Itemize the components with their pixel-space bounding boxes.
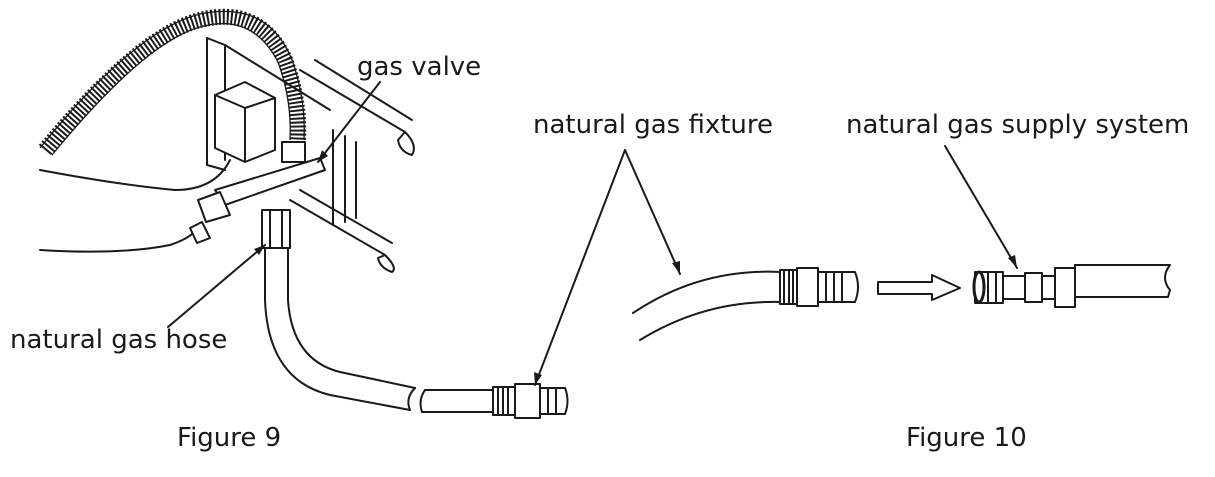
label-natural-gas-fixture: natural gas fixture — [533, 110, 773, 140]
fixture-hose-fig10 — [632, 267, 859, 341]
leader-gas-valve — [317, 81, 381, 163]
gas-valve-body — [189, 141, 326, 249]
leader-natural-gas-fixture — [534, 149, 681, 386]
appliance-frame — [206, 37, 415, 273]
leader-natural-gas-hose — [167, 244, 266, 328]
arrow-connect — [877, 274, 961, 301]
corrugated-hose — [38, 8, 307, 156]
natural-gas-hose-pipe — [264, 247, 569, 419]
figure-10-caption: Figure 10 — [906, 423, 1027, 453]
supply-system-fitting — [972, 264, 1171, 308]
figure-9-caption: Figure 9 — [177, 423, 282, 453]
label-natural-gas-supply-system: natural gas supply system — [846, 110, 1190, 140]
label-gas-valve: gas valve — [357, 52, 482, 82]
thin-wires — [39, 159, 231, 253]
leader-supply-system — [944, 145, 1018, 269]
label-natural-gas-hose: natural gas hose — [10, 325, 228, 355]
